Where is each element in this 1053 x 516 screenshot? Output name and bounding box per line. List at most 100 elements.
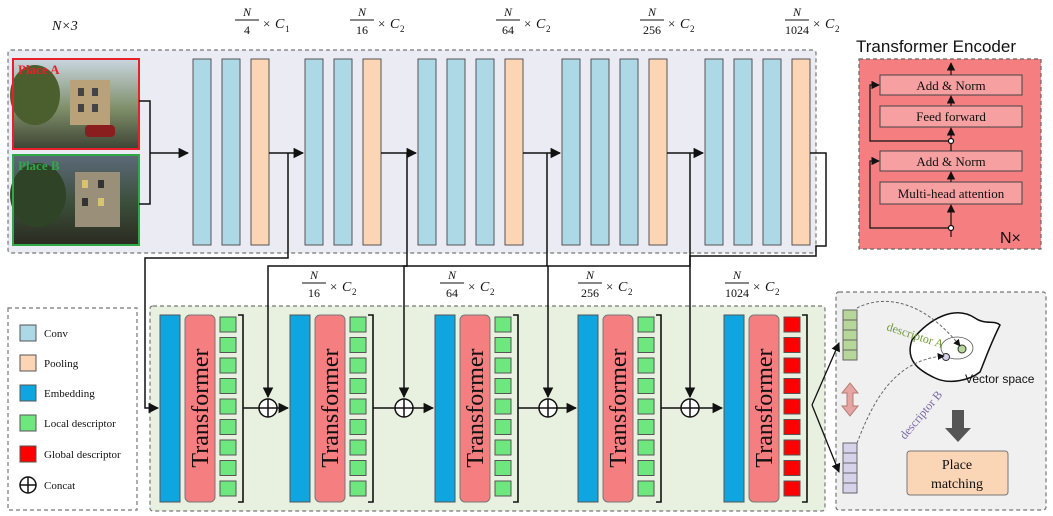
- transformer-stage-5: Transformer: [723, 314, 808, 503]
- output-arrow-a: [811, 342, 840, 406]
- embedding-bar: [289, 314, 311, 503]
- local-descriptor-cell: [494, 398, 512, 415]
- local-descriptor-cell: [219, 337, 237, 353]
- times-sign: ×: [668, 16, 675, 31]
- top-scale-num: N: [647, 5, 657, 19]
- global-descriptor-cell: [783, 398, 801, 415]
- legend-conv-text: Conv: [44, 328, 68, 340]
- local-descriptor-cell: [637, 460, 655, 476]
- top-scale-den: 4: [244, 23, 250, 37]
- channel-symbol: C: [342, 280, 352, 295]
- local-descriptor-cell: [494, 439, 512, 456]
- embedding-bar: [159, 314, 181, 503]
- descriptor-a-point: [957, 344, 967, 354]
- cnn-stage-2-conv-bar: [333, 58, 353, 246]
- local-descriptor-cell: [637, 337, 655, 353]
- local-descriptor-cell: [349, 480, 367, 497]
- concat-circle-3: [538, 398, 558, 418]
- legend-panel: [7, 307, 138, 511]
- local-descriptor-cell: [637, 357, 655, 374]
- local-descriptor-cell: [637, 439, 655, 456]
- descriptor-b-point: [942, 353, 950, 361]
- top-scale-den: 64: [502, 23, 514, 37]
- channel-subscript: 2: [690, 24, 695, 34]
- channel-subscript: 2: [400, 24, 405, 34]
- times-sign: ×: [606, 279, 613, 294]
- legend-global-swatch: [19, 445, 37, 463]
- top-scale-den: 256: [643, 23, 661, 37]
- attention-text: Multi-head attention: [898, 186, 1005, 201]
- legend-pooling-swatch: [19, 354, 37, 372]
- channel-symbol: C: [536, 17, 546, 32]
- legend-concat-text: Concat: [44, 480, 75, 492]
- concat-circle-4: [680, 398, 700, 418]
- local-descriptor-cell: [494, 357, 512, 374]
- local-descriptor-cell: [349, 419, 367, 435]
- channel-symbol: C: [765, 280, 775, 295]
- local-descriptor-cell: [494, 316, 512, 333]
- local-descriptor-cell: [349, 337, 367, 353]
- cnn-stage-3-conv-bar: [446, 58, 466, 246]
- channel-symbol: C: [275, 17, 285, 32]
- global-descriptor-cell: [783, 480, 801, 497]
- embedding-bar: [577, 314, 599, 503]
- top-scale-num: N: [242, 5, 252, 19]
- vector-space-text: Vector space: [965, 372, 1035, 386]
- top-scale-den: 1024: [785, 23, 809, 37]
- descriptor-bracket: [802, 314, 808, 503]
- descriptor-b-stack: [842, 442, 858, 494]
- place-matching-box: [906, 450, 1009, 496]
- local-descriptor-cell: [219, 357, 237, 374]
- local-descriptor-cell: [219, 460, 237, 476]
- local-descriptor-cell: [349, 439, 367, 456]
- feed-to-concat-2: [398, 153, 548, 399]
- place-a-label: Place A: [18, 62, 60, 77]
- cnn-stage-2-conv-bar: [304, 58, 324, 246]
- times-sign: ×: [468, 279, 475, 294]
- vector-space-shape: [909, 312, 1001, 383]
- cnn-stage-4-conv-bar: [590, 58, 610, 246]
- add-norm-bottom-text: Add & Norm: [916, 154, 985, 169]
- local-descriptor-cell: [219, 316, 237, 333]
- cnn-stage-3-conv-bar: [475, 58, 495, 246]
- mid-scale-num: N: [447, 268, 457, 282]
- legend-embedding-text: Embedding: [44, 388, 95, 400]
- local-descriptor-cell: [494, 378, 512, 394]
- place-matching-line2: matching: [931, 477, 983, 492]
- cnn-stage-4-conv-bar: [561, 58, 581, 246]
- embedding-bar: [723, 314, 745, 503]
- times-sign: ×: [813, 16, 820, 31]
- local-descriptor-cell: [637, 419, 655, 435]
- stage-connectors: [144, 153, 818, 418]
- descriptor-a-point-halo: [940, 336, 974, 360]
- cnn-exit-line: [810, 152, 827, 247]
- global-descriptor-cell: [783, 316, 801, 333]
- cnn-stage-5-conv-bar: [762, 58, 782, 246]
- channel-subscript: 2: [835, 24, 840, 34]
- mid-scale-den: 1024: [725, 286, 749, 300]
- top-scale-den: 16: [356, 23, 368, 37]
- mid-scale-den: 256: [581, 286, 599, 300]
- embedding-bar: [434, 314, 456, 503]
- transformer-block: [314, 314, 346, 503]
- feed-to-concat-3: [542, 153, 691, 399]
- legend-pooling-text: Pooling: [44, 358, 79, 370]
- channel-symbol: C: [390, 17, 400, 32]
- local-descriptor-cell: [219, 480, 237, 497]
- local-descriptor-cell: [219, 398, 237, 415]
- channel-subscript: 2: [352, 287, 357, 297]
- place-matching-line1: Place: [942, 458, 972, 473]
- down-arrow: [945, 410, 971, 442]
- cnn-stage-1-pooling-bar: [250, 58, 270, 246]
- cnn-stage-4-conv-bar: [619, 58, 639, 246]
- concat-circle-1: [258, 398, 278, 418]
- cnn-stage-2-pooling-bar: [362, 58, 382, 246]
- feed-to-concat-4: [684, 245, 818, 399]
- local-descriptor-cell: [637, 398, 655, 415]
- local-descriptor-cell: [349, 316, 367, 333]
